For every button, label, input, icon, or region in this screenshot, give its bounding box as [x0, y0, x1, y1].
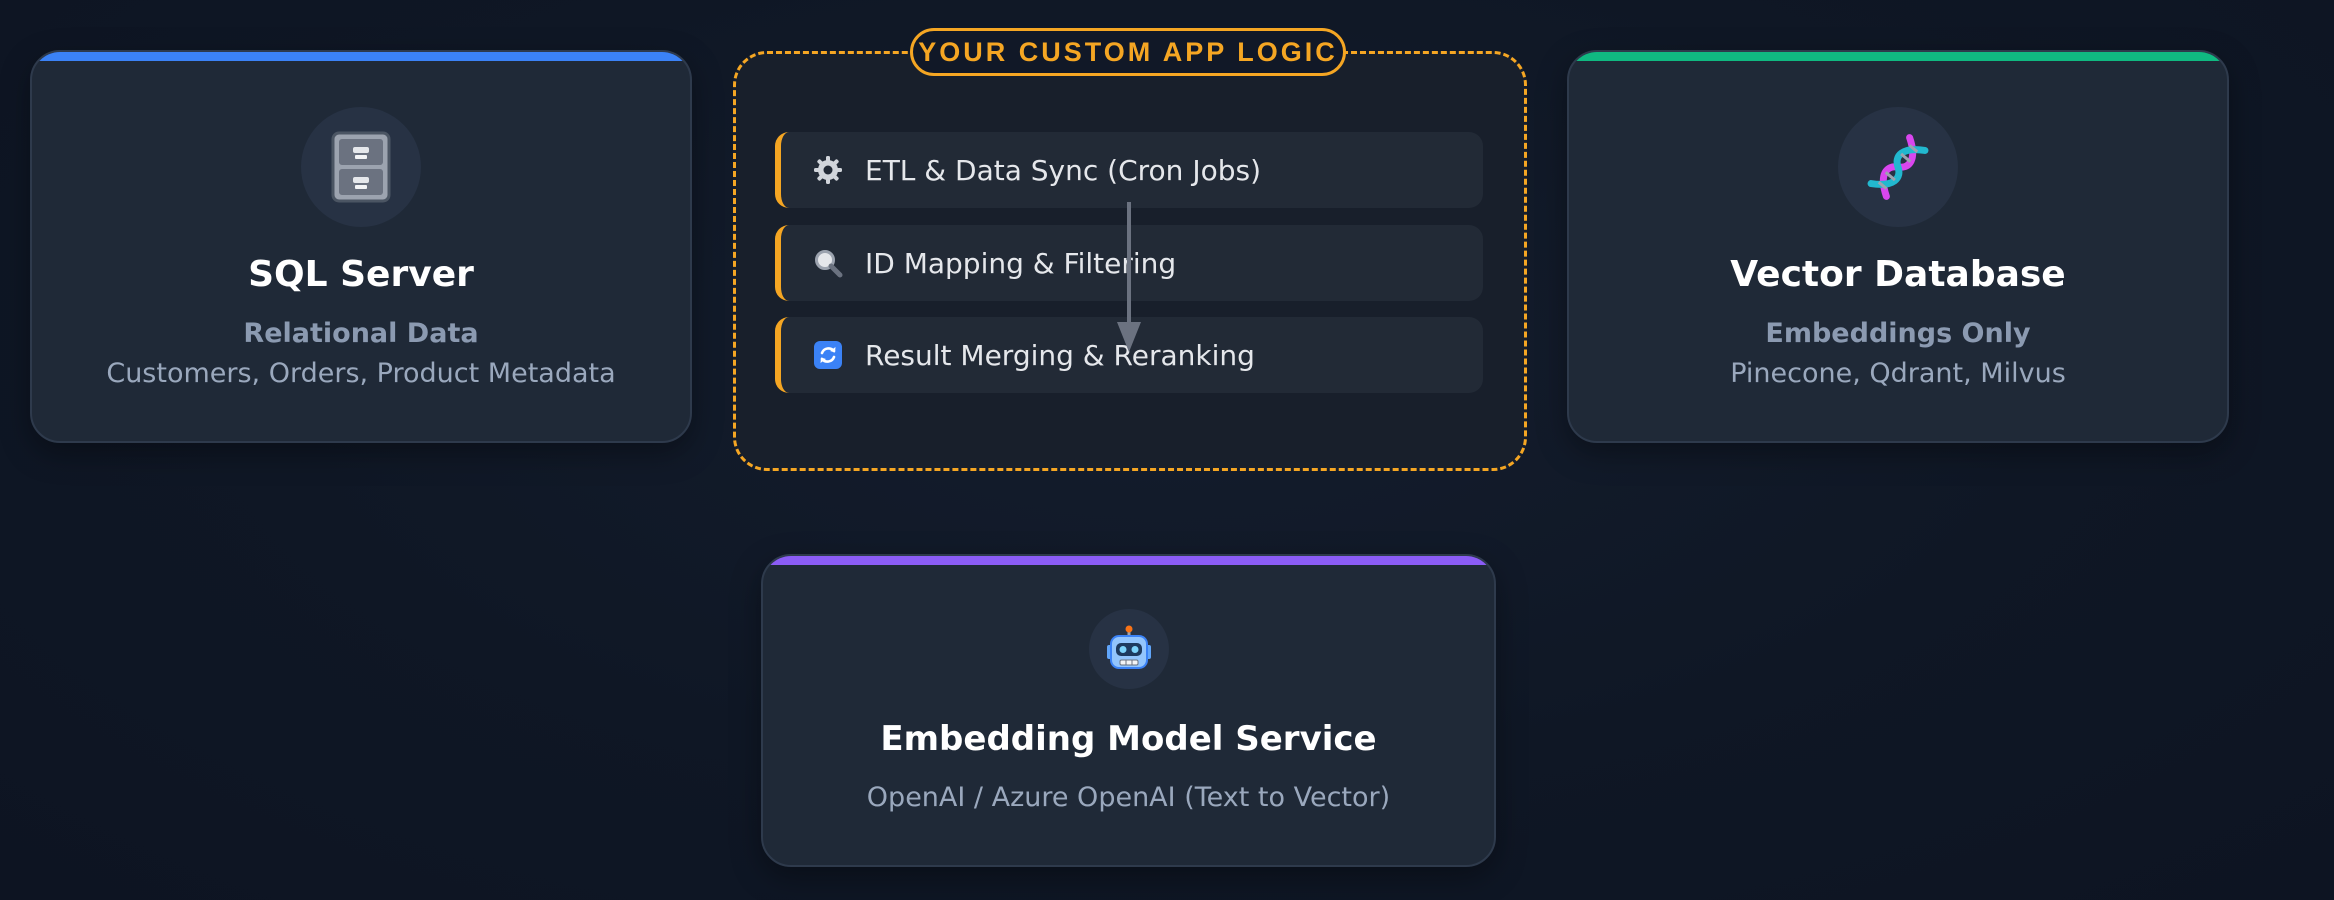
gear-icon — [811, 153, 845, 187]
sql-server-title: SQL Server — [248, 254, 474, 295]
robot-icon — [1106, 625, 1151, 669]
sql-server-accent-bar — [32, 52, 690, 61]
sql-server-subtitle: Relational Data — [243, 318, 479, 349]
logic-step-label: ETL & Data Sync (Cron Jobs) — [865, 153, 1261, 187]
vector-database-subtitle: Embeddings Only — [1765, 318, 2031, 349]
vector-database-icon-badge — [1838, 107, 1958, 227]
logic-step-result-merging[interactable]: Result Merging & Reranking — [775, 317, 1483, 393]
vector-database-description: Pinecone, Qdrant, Milvus — [1730, 358, 2066, 389]
magnifier-icon — [811, 246, 845, 280]
dna-icon — [1867, 134, 1929, 200]
embedding-service-accent-bar — [763, 556, 1494, 565]
vector-database-title: Vector Database — [1730, 254, 2066, 295]
embedding-service-card[interactable]: Embedding Model Service OpenAI / Azure O… — [761, 554, 1496, 867]
vector-database-card[interactable]: Vector Database Embeddings Only Pinecone… — [1567, 50, 2229, 443]
logic-step-id-mapping[interactable]: ID Mapping & Filtering — [775, 225, 1483, 301]
logic-step-label: Result Merging & Reranking — [865, 338, 1255, 372]
custom-logic-tag: YOUR CUSTOM APP LOGIC — [910, 28, 1346, 76]
sql-server-card[interactable]: SQL Server Relational Data Customers, Or… — [30, 50, 692, 443]
file-cabinet-icon — [331, 131, 391, 203]
embedding-service-icon-badge — [1088, 609, 1169, 689]
embedding-service-title: Embedding Model Service — [880, 719, 1377, 759]
vector-database-accent-bar — [1569, 52, 2227, 61]
sql-server-description: Customers, Orders, Product Metadata — [106, 358, 616, 389]
embedding-service-description: OpenAI / Azure OpenAI (Text to Vector) — [866, 782, 1391, 813]
sql-server-icon-badge — [301, 107, 421, 227]
logic-step-etl-sync[interactable]: ETL & Data Sync (Cron Jobs) — [775, 132, 1483, 208]
logic-step-label: ID Mapping & Filtering — [865, 246, 1177, 280]
refresh-icon — [811, 338, 845, 372]
